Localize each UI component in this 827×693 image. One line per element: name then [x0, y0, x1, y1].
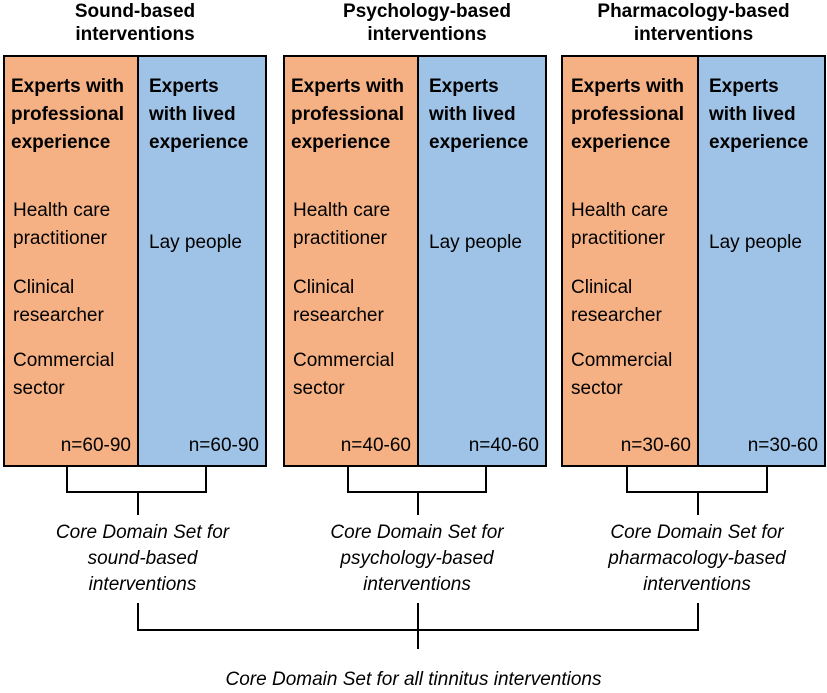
bracket-right	[205, 467, 207, 493]
lived-header: Experts with lived experience	[429, 76, 529, 153]
overall-bracket	[137, 629, 699, 631]
bracket-right	[766, 467, 768, 493]
connector-pharmacology	[697, 603, 699, 631]
role-health-care: Health care practitioner	[13, 200, 111, 249]
cds-overall: Core Domain Set for all tinnitus interve…	[225, 669, 602, 690]
role-clinical: Clinical researcher	[571, 277, 662, 326]
bracket-left	[347, 467, 349, 493]
professional-box-sound: Experts with professional experience Hea…	[3, 55, 139, 467]
professional-header: Experts with professional experience	[571, 76, 684, 153]
sample-size: n=60-90	[60, 435, 131, 456]
group-title-psychology: Psychology-based interventions	[343, 1, 511, 45]
role-health-care: Health care practitioner	[293, 200, 391, 249]
professional-header: Experts with professional experience	[11, 76, 124, 153]
bracket-left	[66, 467, 68, 493]
role-commercial: Commercial sector	[571, 350, 673, 399]
role-clinical: Clinical researcher	[13, 277, 104, 326]
professional-box-psychology: Experts with professional experience Hea…	[283, 55, 419, 467]
role-lay-people: Lay people	[149, 232, 242, 253]
cds-psychology: Core Domain Set for psychology-based int…	[330, 522, 504, 595]
lived-box-pharmacology: Experts with lived experience Lay people…	[697, 55, 826, 467]
cds-sound: Core Domain Set for sound-based interven…	[55, 522, 230, 595]
bracket-right	[485, 467, 487, 493]
bracket-stem	[417, 491, 419, 515]
lived-header: Experts with lived experience	[149, 76, 249, 153]
group-title-sound: Sound-based interventions	[74, 1, 196, 45]
bracket-bottom	[66, 491, 207, 493]
role-commercial: Commercial sector	[293, 350, 395, 399]
role-commercial: Commercial sector	[13, 350, 115, 399]
lived-box-psychology: Experts with lived experience Lay people…	[417, 55, 547, 467]
bracket-stem	[137, 491, 139, 515]
sample-size: n=60-90	[188, 435, 259, 456]
role-lay-people: Lay people	[429, 232, 522, 253]
professional-header: Experts with professional experience	[291, 76, 404, 153]
bracket-stem	[697, 491, 699, 515]
role-health-care: Health care practitioner	[571, 200, 669, 249]
lived-box-sound: Experts with lived experience Lay people…	[137, 55, 267, 467]
bracket-left	[626, 467, 628, 493]
connector-psychology	[417, 603, 419, 649]
group-title-pharmacology: Pharmacology-based interventions	[597, 1, 790, 45]
sample-size: n=40-60	[340, 435, 411, 456]
connector-sound	[137, 603, 139, 631]
lived-header: Experts with lived experience	[709, 76, 809, 153]
sample-size: n=30-60	[747, 435, 818, 456]
role-clinical: Clinical researcher	[293, 277, 384, 326]
role-lay-people: Lay people	[709, 232, 802, 253]
professional-box-pharmacology: Experts with professional experience Hea…	[561, 55, 699, 467]
sample-size: n=30-60	[620, 435, 691, 456]
sample-size: n=40-60	[468, 435, 539, 456]
cds-pharmacology: Core Domain Set for pharmacology-based i…	[608, 522, 786, 595]
